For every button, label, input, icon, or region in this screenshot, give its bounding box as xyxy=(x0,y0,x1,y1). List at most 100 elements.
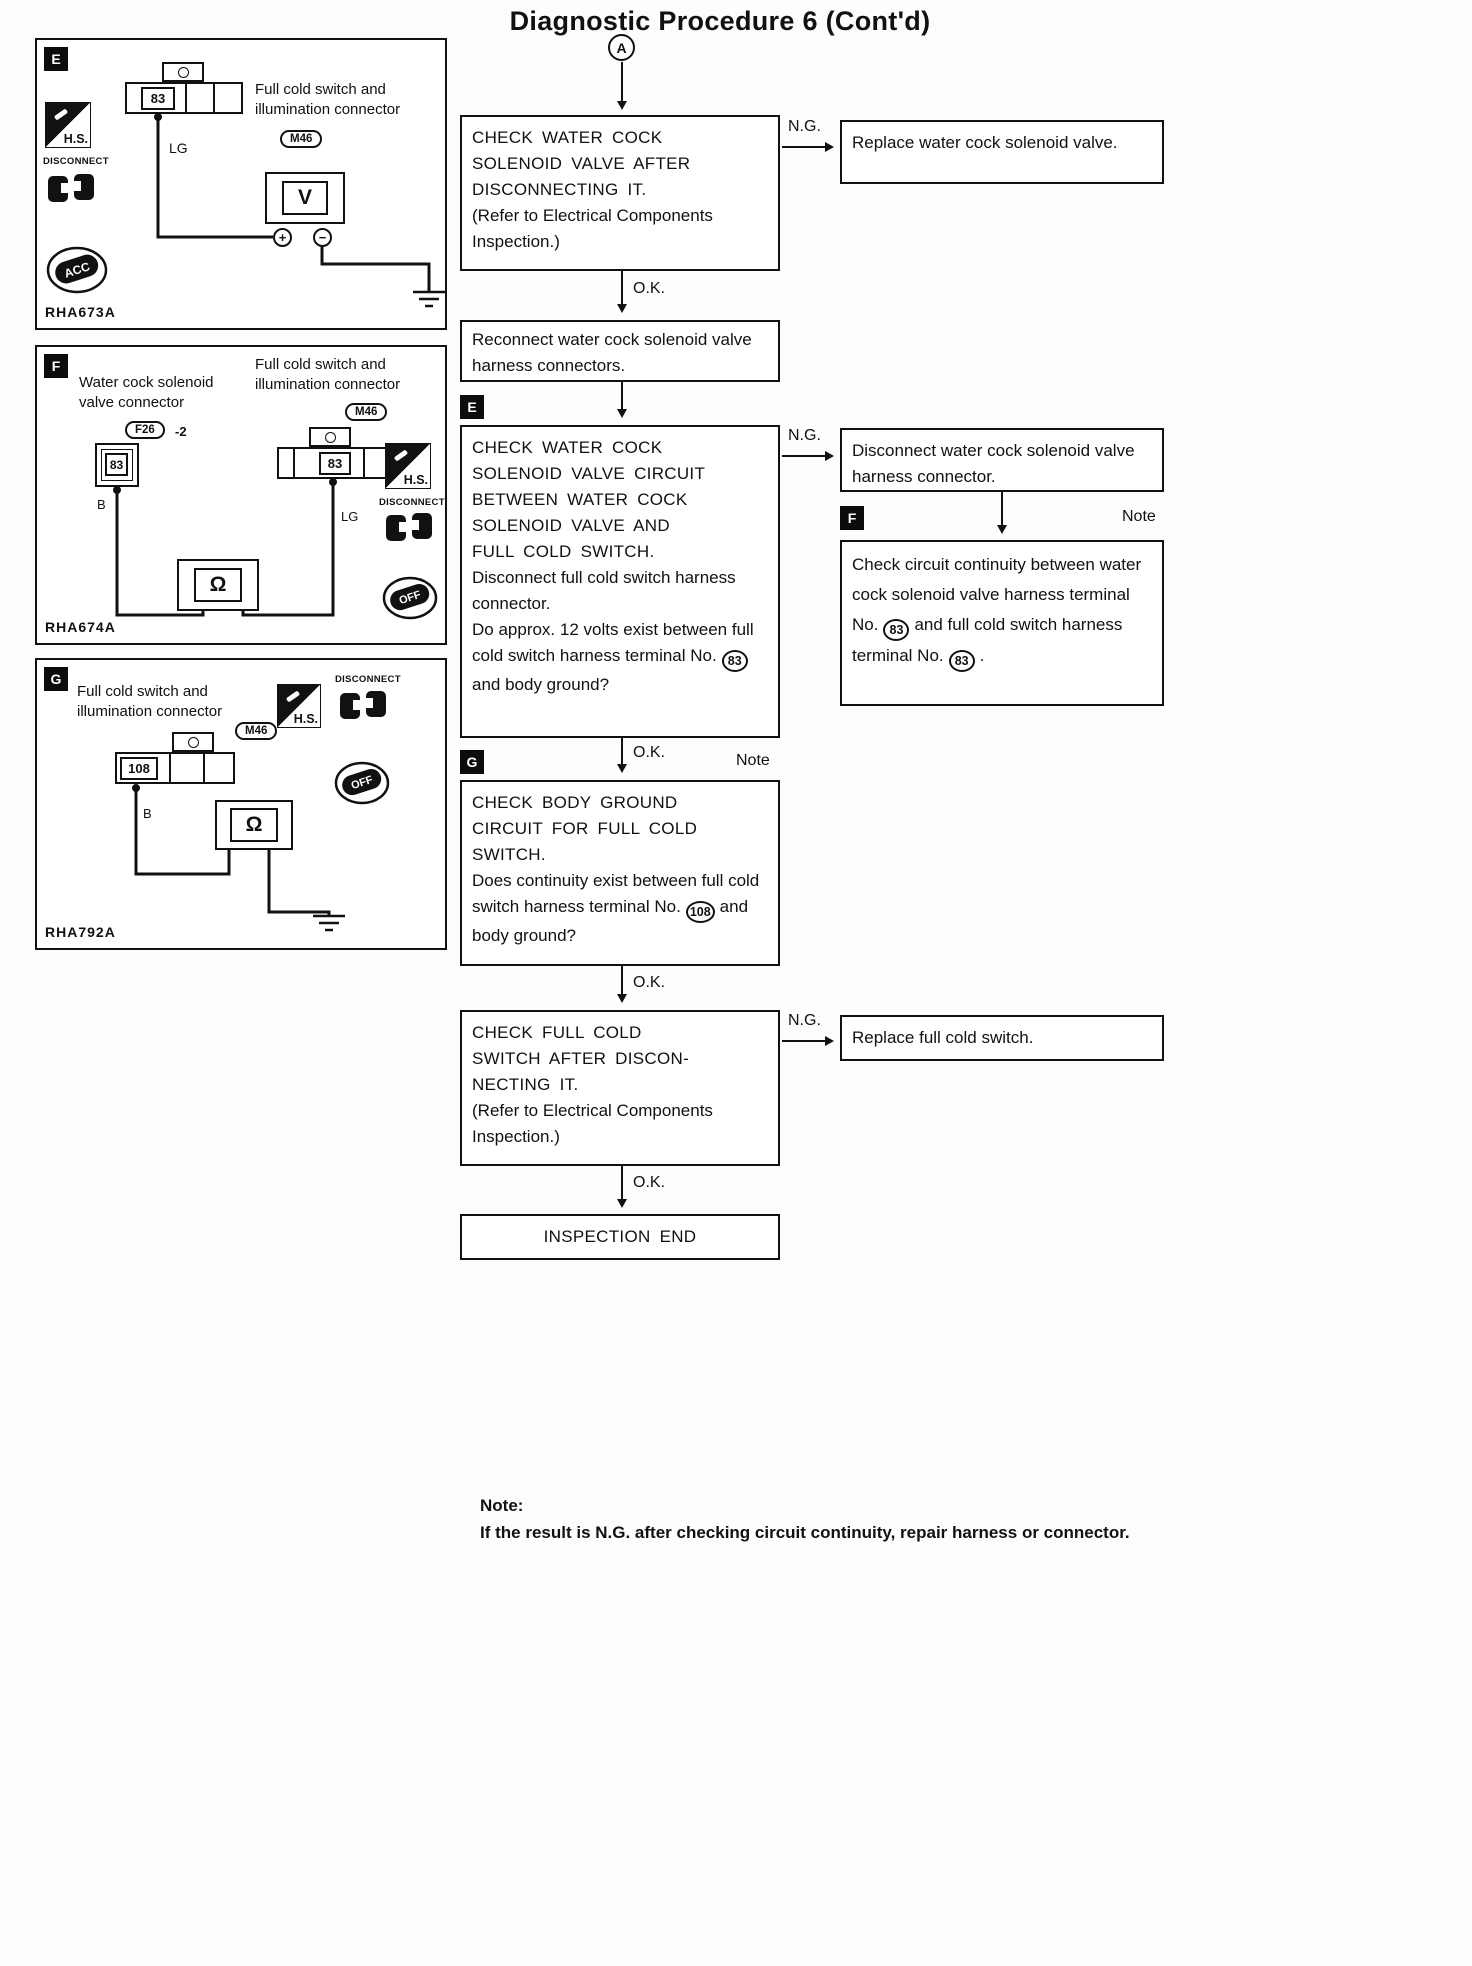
step-heading-line: SWITCH AFTER DISCON- xyxy=(472,1049,690,1068)
ok-label: O.K. xyxy=(633,280,666,297)
panel-letter-badge: G xyxy=(44,667,68,691)
result-text: Replace water cock solenoid valve. xyxy=(852,133,1118,152)
result-box-replace-full-cold-switch: Replace full cold switch. xyxy=(840,1015,1164,1061)
note-box-check-continuity: Check circuit continuity between water c… xyxy=(840,540,1164,706)
step-heading-line: CHECK BODY GROUND xyxy=(472,793,678,812)
flow-arrow-down xyxy=(616,1166,627,1208)
wiring-artwork xyxy=(132,784,345,932)
wiring-artwork xyxy=(154,113,445,308)
page-footnote: Note: If the result is N.G. after checki… xyxy=(480,1492,1130,1546)
hs-label: H.S. xyxy=(63,132,88,146)
ohmmeter-symbol: Ω xyxy=(193,568,243,602)
page-title: Diagnostic Procedure 6 (Cont'd) xyxy=(509,6,931,36)
ohmmeter-symbol: Ω xyxy=(229,808,279,842)
flow-arrow-down xyxy=(616,738,627,773)
water-cock-connector-caption: Water cock solenoid valve connector xyxy=(79,374,214,412)
hs-label: H.S. xyxy=(403,473,428,487)
ng-label: N.G. xyxy=(788,1012,821,1029)
step-e-badge: E xyxy=(460,395,484,419)
full-cold-switch-connector: 83 xyxy=(277,447,389,479)
step-heading-line: SOLENOID VALVE CIRCUIT xyxy=(472,464,706,483)
step-box-check-body-ground: CHECK BODY GROUND CIRCUIT FOR FULL COLD … xyxy=(460,780,780,966)
full-cold-switch-connector-caption: Full cold switch and illumination connec… xyxy=(255,356,401,394)
step-heading-line: CHECK FULL COLD xyxy=(472,1023,642,1042)
figure-panel-g: G Full cold switch and illumination conn… xyxy=(35,658,447,950)
step-box-check-water-cock-valve: CHECK WATER COCK SOLENOID VALVE AFTER DI… xyxy=(460,115,780,271)
connector-separator xyxy=(363,449,365,477)
connector-separator xyxy=(185,84,187,112)
step-heading-line: BETWEEN WATER COCK xyxy=(472,490,688,509)
connector-separator xyxy=(169,754,171,782)
connector-separator xyxy=(213,84,215,112)
full-cold-switch-connector: 108 xyxy=(115,752,235,784)
step-heading-line: CHECK WATER COCK xyxy=(472,438,663,457)
wiring-artwork xyxy=(113,478,337,617)
figure-panel-f: F Water cock solenoid valve connector F2… xyxy=(35,345,447,645)
end-box-inspection-end: INSPECTION END xyxy=(460,1214,780,1260)
flow-arrow-right xyxy=(782,1035,834,1046)
connector-caption: Full cold switch and illumination connec… xyxy=(255,81,401,119)
connector-ref-badge: M46 xyxy=(345,403,388,421)
step-body: (Refer to Electrical Components Inspecti… xyxy=(472,206,713,251)
figure-id: RHA674A xyxy=(45,619,116,635)
hs-icon: H.S. xyxy=(277,684,321,728)
connector-tab xyxy=(172,732,214,752)
ok-label: O.K. xyxy=(633,1174,666,1191)
flow-arrow-right xyxy=(782,141,834,152)
flow-arrow-down xyxy=(616,382,627,418)
step-question: Does continuity exist between full cold … xyxy=(472,868,768,949)
connector-ref-badge: M46 xyxy=(280,130,323,148)
figure-id: RHA673A xyxy=(45,304,116,320)
step-g-badge: G xyxy=(460,750,484,774)
terminal-cell: 83 xyxy=(319,452,351,475)
terminal-108-badge: 108 xyxy=(685,901,715,923)
wire-color-label: B xyxy=(143,806,152,821)
panel-letter-badge: E xyxy=(44,47,68,71)
note-label: Note xyxy=(1122,508,1156,525)
disconnect-connector-icon xyxy=(340,691,386,719)
note-text: . xyxy=(979,646,985,665)
disconnect-connector-icon xyxy=(386,513,432,541)
ignition-off-icon: OFF xyxy=(334,761,390,805)
step-body: Reconnect water cock solenoid valve harn… xyxy=(472,330,752,375)
wire-color-label: LG xyxy=(341,509,359,524)
result-text: Replace full cold switch. xyxy=(852,1028,1034,1047)
terminal-83-badge: 83 xyxy=(721,650,748,672)
connector-separator xyxy=(293,449,295,477)
ohmmeter: Ω xyxy=(215,800,293,850)
step-body: Disconnect full cold switch harness conn… xyxy=(472,568,736,613)
step-heading-line: FULL COLD SWITCH. xyxy=(472,542,655,561)
step-box-check-full-cold-switch: CHECK FULL COLD SWITCH AFTER DISCON- NEC… xyxy=(460,1010,780,1166)
hs-icon: H.S. xyxy=(45,102,91,148)
question-text: and body ground? xyxy=(472,675,610,694)
water-cock-valve-connector: 83 xyxy=(95,443,139,487)
terminal-cell: 83 xyxy=(141,87,175,110)
step-heading-line: DISCONNECTING IT. xyxy=(472,180,647,199)
end-text: INSPECTION END xyxy=(543,1227,697,1246)
figure-panel-e: E 83 Full cold switch and illumination c… xyxy=(35,38,447,330)
flow-arrow-right xyxy=(782,450,834,461)
disconnect-label: DISCONNECT xyxy=(379,497,445,508)
voltmeter-minus-probe: − xyxy=(313,228,332,247)
connector-ref-suffix: -2 xyxy=(175,424,187,439)
figure-id: RHA792A xyxy=(45,924,116,940)
hs-icon: H.S. xyxy=(385,443,431,489)
step-question: Do approx. 12 volts exist between full c… xyxy=(472,617,768,698)
step-f-badge: F xyxy=(840,506,864,530)
ok-label: O.K. xyxy=(633,974,666,991)
connector-tab xyxy=(309,427,351,447)
flow-arrow-down xyxy=(616,966,627,1003)
disconnect-label: DISCONNECT xyxy=(335,674,401,685)
result-text: Disconnect water cock solenoid valve har… xyxy=(852,441,1135,486)
step-heading-line: CHECK WATER COCK xyxy=(472,128,663,147)
note-text: and full cold switch harness terminal No… xyxy=(852,615,1123,665)
disconnect-connector-icon xyxy=(48,174,94,202)
connector-separator xyxy=(203,754,205,782)
connector-inner-frame xyxy=(101,449,133,481)
terminal-83-badge: 83 xyxy=(883,619,910,641)
step-heading-line: SOLENOID VALVE AND xyxy=(472,516,670,535)
hs-label: H.S. xyxy=(293,712,318,726)
ok-label: O.K. xyxy=(633,744,666,761)
wire-color-label: LG xyxy=(169,140,188,156)
